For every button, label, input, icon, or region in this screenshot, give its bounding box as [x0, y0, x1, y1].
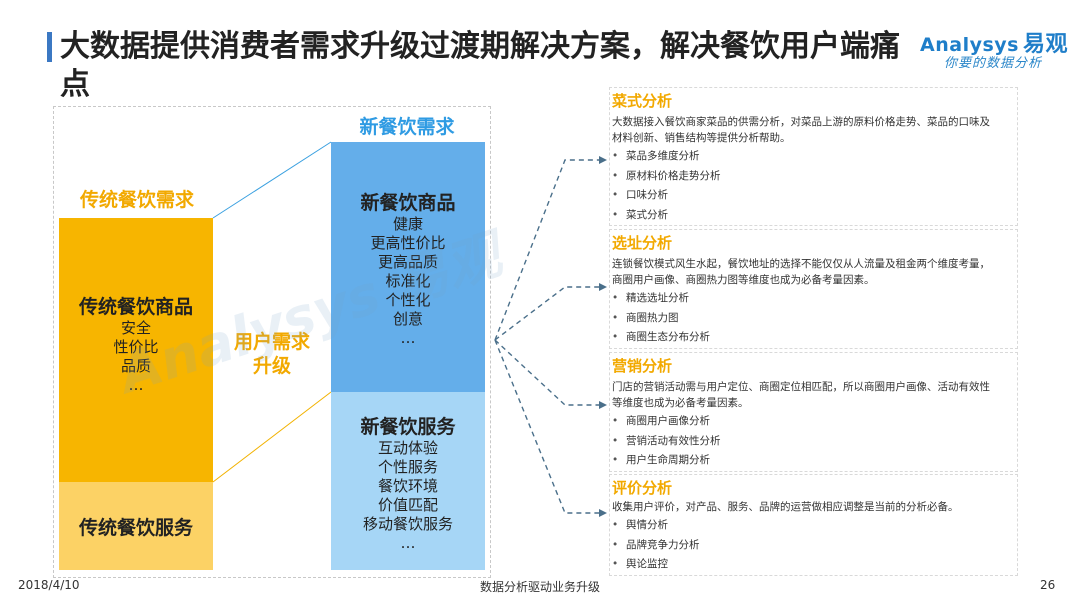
new-service-box: 新餐饮服务 互动体验 个性服务 餐饮环境 价值匹配 移动餐饮服务 …: [331, 392, 485, 570]
connector-bottom: [212, 391, 332, 483]
logo-slogan: 你要的数据分析: [944, 56, 1043, 71]
traditional-service-title: 传统餐饮服务: [78, 517, 193, 539]
list-item: •菜品多维度分析: [612, 150, 700, 162]
traditional-goods-item: 品质: [120, 357, 151, 375]
list-item: •商圈用户画像分析: [612, 415, 710, 427]
connector-top: [212, 141, 332, 219]
title-accent-bar: [47, 32, 52, 62]
logo-prefix: A: [920, 34, 936, 56]
list-item: •原材料价格走势分析: [612, 169, 721, 182]
upgrade-line: 升级: [252, 355, 291, 377]
panel-desc-line: 材料创新、销售结构等提供分析帮助。: [612, 132, 791, 144]
panel-desc: 连锁餐饮模式风生水起，餐饮地址的选择不能仅仅从人流量及租金两个维度考量， 商圈用…: [612, 256, 1022, 288]
list-item: •营销活动有效性分析: [612, 434, 721, 447]
list-item: •商圈生态分布分析: [612, 331, 710, 343]
list-item: •菜式分析: [612, 208, 668, 221]
arrowhead-3: [599, 401, 607, 409]
logo-brand-text: nalysys: [935, 34, 1019, 56]
arrowhead-2: [599, 283, 607, 291]
footer-date: 2018/4/10: [18, 578, 80, 592]
new-goods-box: 新餐饮商品 健康 更高性价比 更高品质 标准化 个性化 创意 …: [331, 142, 485, 392]
panel-dish-analysis: 菜式分析 大数据接入餐饮商家菜品的供需分析，对菜品上游的原料价格走势、菜品的口味…: [609, 87, 1018, 226]
page-title: 大数据提供消费者需求升级过渡期解决方案，解决餐饮用户端痛点: [60, 29, 900, 102]
traditional-goods-item: 安全: [120, 319, 151, 337]
list-item: •商圈热力图: [612, 311, 679, 324]
logo-cn: 易观: [1022, 32, 1068, 57]
new-goods-item: 更高品质: [377, 253, 438, 271]
new-goods-item: 健康: [392, 215, 423, 233]
list-item: •舆论监控: [612, 558, 668, 570]
panel-desc: 收集用户评价，对产品、服务、品牌的运营做相应调整是当前的分析必备。: [612, 499, 1022, 515]
new-goods-item: 个性化: [385, 291, 431, 309]
list-item: •精选选址分析: [612, 292, 689, 304]
new-service-item: 个性服务: [377, 458, 438, 476]
panel-desc-line: 门店的营销活动需与用户定位、商圈定位相匹配，所以商圈用户画像、活动有效性: [612, 381, 990, 393]
panel-desc-line: 商圈用户画像、商圈热力图等维度也成为必备考量因素。: [612, 274, 875, 286]
panel-desc-line: 连锁餐饮模式风生水起，餐饮地址的选择不能仅仅从人流量及租金两个维度考量，: [612, 258, 990, 270]
traditional-service-box: 传统餐饮服务: [59, 482, 213, 570]
upgrade-label: 用户需求 升级: [222, 330, 322, 378]
panel-desc-line: 等维度也成为必备考量因素。: [612, 397, 749, 409]
list-item: •品牌竞争力分析: [612, 538, 700, 551]
traditional-goods-item: …: [128, 376, 144, 394]
panel-title: 评价分析: [612, 479, 673, 497]
list-item: •舆情分析: [612, 519, 668, 531]
new-goods-item: 更高性价比: [370, 234, 446, 252]
new-goods-item: 标准化: [385, 272, 431, 290]
panel-list: •舆情分析 •品牌竞争力分析 •舆论监控: [612, 516, 700, 575]
new-service-item: 移动餐饮服务: [362, 515, 453, 533]
panel-desc: 大数据接入餐饮商家菜品的供需分析，对菜品上游的原料价格走势、菜品的口味及 材料创…: [612, 114, 1022, 146]
footer-caption: 数据分析驱动业务升级: [479, 580, 600, 594]
traditional-goods-item: 性价比: [113, 338, 159, 356]
list-item: •口味分析: [612, 189, 668, 201]
new-service-item: …: [400, 534, 416, 552]
panel-title: 选址分析: [612, 234, 673, 252]
panel-title: 营销分析: [612, 357, 673, 375]
new-goods-title: 新餐饮商品: [360, 192, 456, 214]
traditional-demand-heading: 传统餐饮需求: [79, 189, 194, 211]
arrow-to-panel-2: [494, 286, 605, 341]
panel-desc: 门店的营销活动需与用户定位、商圈定位相匹配，所以商圈用户画像、活动有效性 等维度…: [612, 379, 1022, 411]
panel-title: 菜式分析: [612, 92, 673, 110]
panel-desc-line: 收集用户评价，对产品、服务、品牌的运营做相应调整是当前的分析必备。: [612, 501, 959, 513]
traditional-goods-box: 传统餐饮商品 安全 性价比 品质 …: [59, 218, 213, 482]
new-demand-heading: 新餐饮需求: [359, 116, 455, 138]
new-goods-item: 创意: [392, 310, 423, 328]
arrowhead-1: [599, 156, 607, 164]
demand-frame: [53, 106, 491, 578]
new-goods-item: …: [400, 329, 416, 347]
list-item: •用户生命周期分析: [612, 454, 710, 466]
new-service-item: 价值匹配: [377, 496, 438, 514]
panel-desc-line: 大数据接入餐饮商家菜品的供需分析，对菜品上游的原料价格走势、菜品的口味及: [612, 116, 990, 128]
page-number: 26: [1040, 578, 1056, 592]
panel-list: •菜品多维度分析 •原材料价格走势分析 •口味分析 •菜式分析: [612, 147, 721, 225]
arrow-to-panel-1: [494, 159, 605, 341]
upgrade-line: 用户需求: [233, 331, 310, 353]
panel-list: •商圈用户画像分析 •营销活动有效性分析 •用户生命周期分析: [612, 412, 721, 471]
arrow-to-panel-3: [494, 339, 605, 406]
panel-marketing-analysis: 营销分析 门店的营销活动需与用户定位、商圈定位相匹配，所以商圈用户画像、活动有效…: [609, 352, 1018, 472]
new-service-item: 互动体验: [377, 439, 438, 457]
panel-site-analysis: 选址分析 连锁餐饮模式风生水起，餐饮地址的选择不能仅仅从人流量及租金两个维度考量…: [609, 229, 1018, 349]
new-service-item: 餐饮环境: [377, 477, 438, 495]
traditional-goods-title: 传统餐饮商品: [78, 296, 193, 318]
panel-list: •精选选址分析 •商圈热力图 •商圈生态分布分析: [612, 289, 710, 348]
arrow-to-panel-4: [494, 339, 605, 514]
panel-review-analysis: 评价分析 收集用户评价，对产品、服务、品牌的运营做相应调整是当前的分析必备。 •…: [609, 474, 1018, 576]
arrowhead-4: [599, 509, 607, 517]
new-service-title: 新餐饮服务: [360, 416, 456, 438]
